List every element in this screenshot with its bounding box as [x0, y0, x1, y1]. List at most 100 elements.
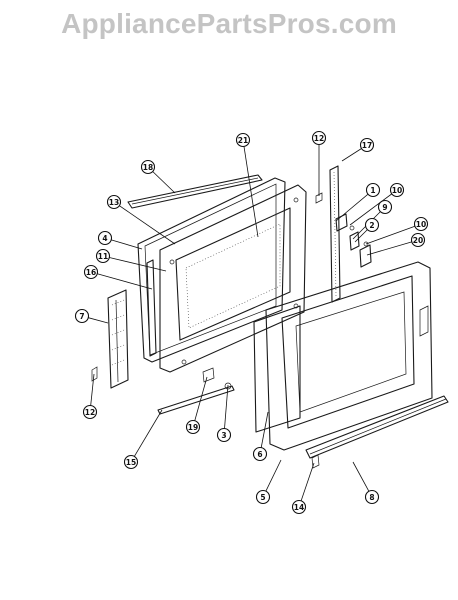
leader-line-6 — [260, 411, 269, 448]
part-7-hinge-plate — [107, 289, 129, 389]
part-12-screw-lower — [91, 366, 98, 382]
callout-10: 10 — [413, 216, 429, 232]
callout-14: 14 — [291, 499, 307, 515]
callout-8: 8 — [364, 489, 380, 505]
callout-7: 7 — [74, 308, 90, 324]
part-5-outer-door — [265, 261, 433, 451]
callout-circle — [216, 427, 232, 443]
leader-line-3 — [224, 384, 229, 429]
callout-label: 11 — [98, 252, 108, 261]
callout-10: 10 — [389, 182, 405, 198]
leader-line-5 — [265, 459, 282, 492]
leader-line-11 — [109, 257, 167, 272]
callout-12: 12 — [311, 130, 327, 146]
callout-circle — [95, 248, 111, 264]
site-watermark: AppliancePartsPros.com — [61, 8, 397, 39]
callout-label: 12 — [85, 408, 95, 417]
callout-label: 18 — [143, 163, 153, 172]
leader-line-20 — [366, 241, 412, 256]
callout-6: 6 — [252, 446, 268, 462]
leader-line-16 — [97, 273, 153, 290]
callout-circle — [364, 217, 380, 233]
callout-11: 11 — [95, 248, 111, 264]
part-16-seal — [146, 259, 157, 357]
part-18-gasket — [127, 174, 263, 209]
callout-label: 15 — [126, 458, 136, 467]
leader-line-8 — [352, 461, 370, 492]
callout-label: 8 — [369, 493, 374, 502]
callout-circle — [413, 216, 429, 232]
callout-16: 16 — [83, 264, 99, 280]
leader-line-18 — [152, 171, 176, 194]
callout-circle — [389, 182, 405, 198]
leader-line-12 — [90, 373, 95, 406]
callout-label: 13 — [109, 198, 119, 207]
callout-circle — [252, 446, 268, 462]
leader-line-10 — [365, 225, 416, 245]
callout-circle — [74, 308, 90, 324]
callout-label: 21 — [238, 136, 248, 145]
part-17-channel — [329, 165, 341, 303]
callout-2: 2 — [364, 217, 380, 233]
callout-label: 7 — [79, 312, 84, 321]
leader-line-2 — [354, 229, 368, 243]
callout-circle — [359, 137, 375, 153]
callout-label: 6 — [257, 450, 262, 459]
leader-line-15 — [133, 409, 163, 457]
callout-4: 4 — [97, 230, 113, 246]
callout-circle — [410, 232, 426, 248]
callout-21: 21 — [235, 132, 251, 148]
callout-circle — [140, 159, 156, 175]
part-19-3-fasteners — [202, 367, 232, 390]
part-latch-hardware — [335, 213, 372, 268]
leader-line-10 — [349, 193, 393, 226]
callout-label: 3 — [221, 431, 226, 440]
part-21-inner-panel — [159, 184, 307, 373]
callout-15: 15 — [123, 454, 139, 470]
callout-circle — [185, 419, 201, 435]
part-6-glass — [253, 305, 301, 433]
callout-circle — [235, 132, 251, 148]
part-12-screw-upper — [315, 192, 323, 204]
callout-circle — [83, 264, 99, 280]
callout-3: 3 — [216, 427, 232, 443]
leader-line-19 — [194, 376, 208, 421]
callout-circle — [364, 489, 380, 505]
callout-12: 12 — [82, 404, 98, 420]
callout-label: 9 — [382, 203, 387, 212]
callout-circle — [123, 454, 139, 470]
callout-label: 4 — [102, 234, 107, 243]
callout-17: 17 — [359, 137, 375, 153]
callout-label: 10 — [416, 220, 426, 229]
callout-9: 9 — [377, 199, 393, 215]
callout-label: 5 — [260, 493, 265, 502]
leader-line-21 — [243, 146, 259, 238]
callout-circle — [82, 404, 98, 420]
callout-circle — [291, 499, 307, 515]
leader-line-14 — [300, 462, 315, 501]
callout-circle — [365, 182, 381, 198]
callout-label: 10 — [392, 186, 402, 195]
callout-label: 20 — [413, 236, 423, 245]
callout-label: 2 — [369, 221, 374, 230]
callout-label: 1 — [370, 186, 375, 195]
callout-5: 5 — [255, 489, 271, 505]
callout-label: 16 — [86, 268, 96, 277]
leader-line-7 — [88, 317, 109, 324]
callout-circle — [377, 199, 393, 215]
callout-circle — [106, 194, 122, 210]
callout-circle — [311, 130, 327, 146]
callout-19: 19 — [185, 419, 201, 435]
leader-line-17 — [341, 148, 362, 162]
leader-line-1 — [335, 193, 369, 222]
callout-20: 20 — [410, 232, 426, 248]
callout-label: 17 — [362, 141, 372, 150]
callout-1: 1 — [365, 182, 381, 198]
callout-circle — [97, 230, 113, 246]
callout-18: 18 — [140, 159, 156, 175]
callout-13: 13 — [106, 194, 122, 210]
part-8-bottom-trim — [305, 395, 449, 459]
leader-line-4 — [111, 239, 143, 250]
callout-label: 12 — [314, 134, 324, 143]
